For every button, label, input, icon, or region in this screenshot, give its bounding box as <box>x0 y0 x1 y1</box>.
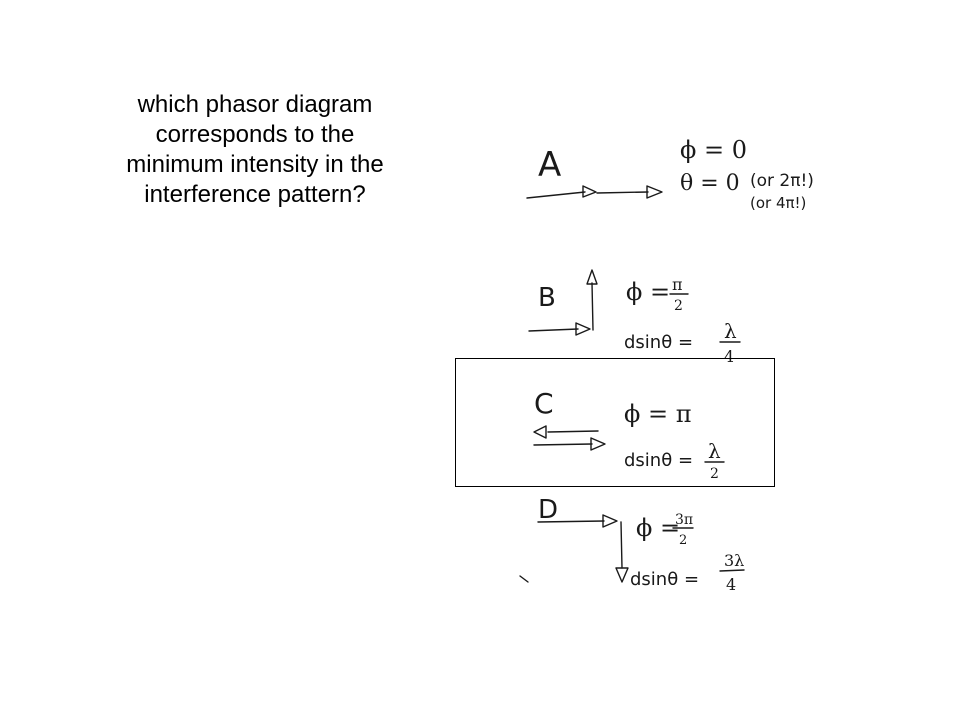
option-a-phi: ϕ = 0 <box>680 136 747 164</box>
question-line-3: minimum intensity in the <box>126 151 384 178</box>
option-b-phi-num: π <box>672 275 683 294</box>
option-a-phasors-icon <box>526 185 663 199</box>
option-d-path-den: 4 <box>726 575 736 594</box>
question-text: which phasor diagram corresponds to the … <box>70 90 440 210</box>
option-c-phi: ϕ = π <box>624 400 692 428</box>
option-d-path-num: 3λ <box>724 551 744 570</box>
option-d-path-label: dsinθ = <box>630 569 699 590</box>
question-line-1: which phasor diagram <box>137 91 373 118</box>
option-b-path-label: dsinθ = <box>624 332 693 353</box>
option-a-theta: θ = 0 <box>680 171 740 196</box>
option-d-letter: D <box>538 495 558 525</box>
option-a[interactable]: A ϕ = 0 θ = 0 (or 2π!) (or 4π!) <box>526 136 814 212</box>
selected-option-highlight <box>455 358 775 487</box>
option-b[interactable]: B ϕ = π 2 dsinθ = λ 4 <box>528 269 741 366</box>
option-d-phi-num: 3π <box>675 512 693 528</box>
option-a-note-2pi: (or 2π!) <box>750 171 814 191</box>
option-d-phi-den: 2 <box>679 533 687 548</box>
option-b-phi-label: ϕ = <box>626 278 670 306</box>
option-b-phi-den: 2 <box>674 298 683 314</box>
option-d[interactable]: D ϕ = 3π 2 dsinθ = 3λ 4 <box>519 495 745 594</box>
option-c-path-den: 2 <box>710 466 719 482</box>
option-a-note-4pi: (or 4π!) <box>750 194 806 212</box>
question-line-4: interference pattern? <box>144 181 366 208</box>
option-c-path-num: λ <box>708 439 721 463</box>
option-c-phasors-icon <box>533 425 606 451</box>
option-c-path-label: dsinθ = <box>624 450 693 471</box>
option-b-phasors-icon <box>528 269 598 336</box>
option-c[interactable]: C ϕ = π dsinθ = λ 2 <box>533 387 725 482</box>
option-b-letter: B <box>538 283 556 313</box>
option-d-phasors-icon <box>519 514 629 583</box>
option-c-letter: C <box>534 387 554 420</box>
option-a-letter: A <box>538 145 561 185</box>
question-line-2: corresponds to the <box>155 121 355 148</box>
option-b-path-den: 4 <box>724 347 734 366</box>
option-b-path-num: λ <box>724 319 737 343</box>
